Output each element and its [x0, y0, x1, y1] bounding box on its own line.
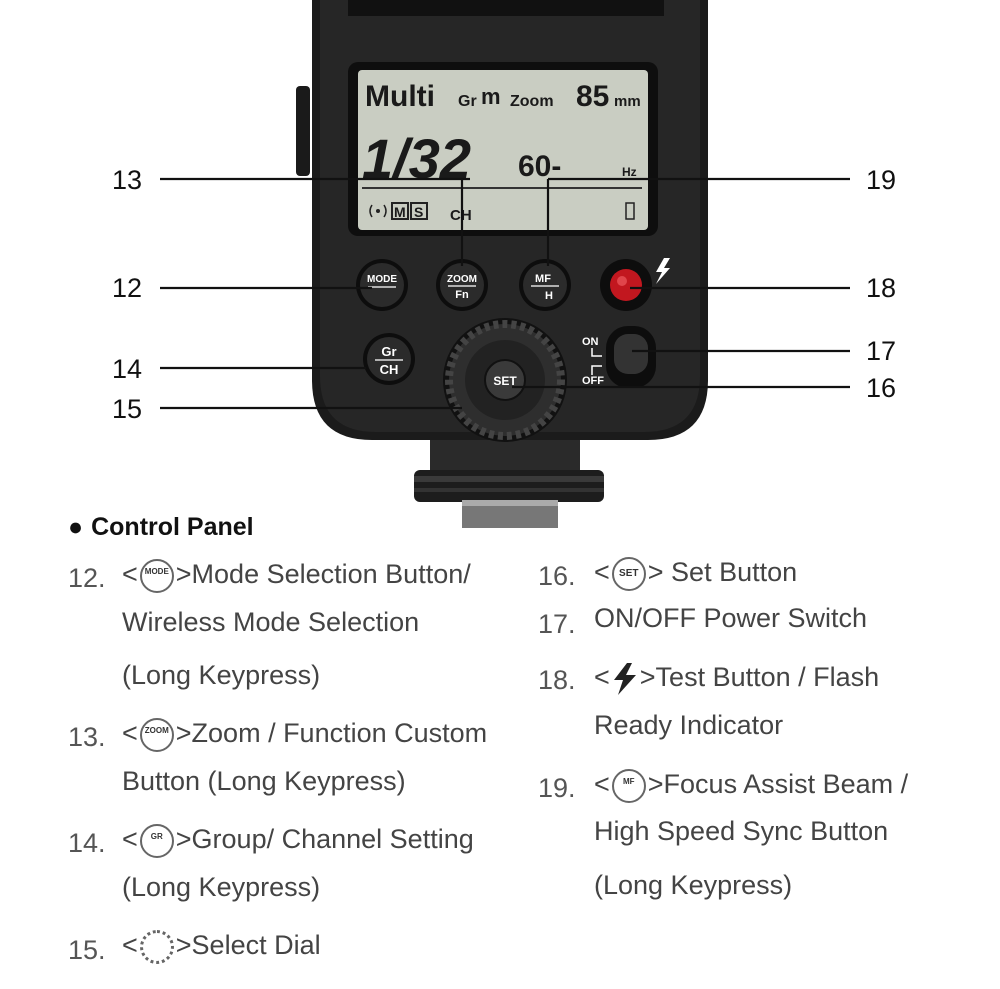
set-button[interactable]: SET — [484, 359, 526, 401]
zoom-icon: ZOOM — [139, 718, 174, 752]
flash-unit-diagram: Multi Gr m Zoom 85 mm 1/32 60- Hz M S CH… — [112, 0, 896, 528]
item-19-number: 19. — [538, 773, 576, 803]
item-17-line1: ON/OFF Power Switch — [594, 603, 868, 633]
callout-19: 19 — [866, 165, 896, 195]
item-16-line1: <SET> Set Button — [594, 557, 797, 591]
section-title: ●Control Panel — [68, 513, 254, 541]
item-13-number: 13. — [68, 722, 106, 752]
item-12-line3: (Long Keypress) — [122, 660, 321, 690]
battery-icon — [625, 202, 635, 220]
lcd-zoom-label: Zoom — [510, 93, 554, 110]
svg-text:SET: SET — [493, 374, 517, 388]
svg-text:ZOOM: ZOOM — [447, 274, 477, 285]
flash-bolt-icon — [613, 663, 636, 695]
svg-text:Fn: Fn — [455, 289, 469, 301]
callout-14: 14 — [112, 354, 142, 384]
item-18-number: 18. — [538, 665, 576, 695]
focus-assist-icon: MF — [611, 769, 646, 803]
callout-15: 15 — [112, 394, 142, 424]
item-14-line1: <GR>Group/ Channel Setting — [122, 824, 474, 858]
svg-text:Gr: Gr — [381, 344, 396, 359]
item-14-line2: (Long Keypress) — [122, 872, 321, 902]
item-16-number: 16. — [538, 561, 576, 591]
mode-button[interactable]: MODE — [356, 259, 408, 311]
zoom-button[interactable]: ZOOM Fn — [436, 259, 488, 311]
power-off-label: OFF — [582, 375, 604, 387]
lcd-group-value: m — [481, 84, 501, 109]
power-on-label: ON — [582, 336, 599, 348]
test-button[interactable] — [600, 259, 652, 311]
item-19-line2: High Speed Sync Button — [594, 816, 889, 846]
callout-12: 12 — [112, 273, 142, 303]
lcd-zoom-value: 85 — [576, 80, 609, 113]
callout-17: 17 — [866, 336, 896, 366]
set-icon: SET — [611, 557, 646, 591]
svg-text:MODE: MODE — [367, 274, 397, 285]
lcd-group-label: Gr — [458, 93, 477, 110]
lcd-mode: Multi — [365, 80, 435, 113]
wireless-icon — [369, 204, 387, 218]
callout-lines — [160, 177, 850, 410]
item-12-number: 12. — [68, 563, 106, 593]
lcd-channel-label: CH — [450, 207, 472, 224]
item-17-number: 17. — [538, 609, 576, 639]
item-13-line1: <ZOOM>Zoom / Function Custom — [122, 718, 487, 752]
svg-text:H: H — [545, 290, 553, 302]
focus-assist-button[interactable]: MF H — [519, 259, 571, 311]
lcd-s-label: S — [414, 204, 423, 220]
callout-16: 16 — [866, 373, 896, 403]
item-15-line1: <>Select Dial — [122, 930, 321, 964]
lcd-zoom-unit: mm — [614, 93, 641, 110]
callout-13: 13 — [112, 165, 142, 195]
mode-icon: MODE — [139, 559, 174, 593]
lcd-m-label: M — [394, 204, 406, 220]
item-12-line2: Wireless Mode Selection — [122, 607, 420, 637]
item-18-line1: <>Test Button / Flash — [594, 662, 879, 696]
group-channel-button[interactable]: Gr CH — [363, 333, 415, 385]
power-switch[interactable] — [606, 326, 656, 388]
item-15-number: 15. — [68, 935, 106, 965]
item-18-line2: Ready Indicator — [594, 710, 784, 740]
select-dial[interactable] — [443, 318, 567, 442]
svg-text:CH: CH — [380, 362, 399, 377]
item-19-line1: <MF>Focus Assist Beam / — [594, 769, 908, 803]
dial-icon — [139, 930, 174, 964]
lcd-screen: Multi Gr m Zoom 85 mm 1/32 60- Hz M S CH — [348, 62, 658, 236]
bullet-icon: ● — [68, 513, 84, 541]
item-14-number: 14. — [68, 828, 106, 858]
item-19-line3: (Long Keypress) — [594, 870, 793, 900]
lcd-frequency: 60- — [518, 150, 561, 183]
group-channel-icon: GR — [139, 824, 174, 858]
lcd-frequency-unit: Hz — [622, 165, 637, 179]
lcd-power: 1/32 — [362, 127, 471, 190]
svg-text:MF: MF — [535, 273, 551, 285]
item-13-line2: Button (Long Keypress) — [122, 766, 406, 796]
callout-18: 18 — [866, 273, 896, 303]
control-panel-legend: ●Control Panel 12. <MODE>Mode Selection … — [0, 505, 1000, 989]
flash-bolt-icon — [656, 258, 670, 284]
item-12-line1: <MODE>Mode Selection Button/ — [122, 559, 471, 593]
